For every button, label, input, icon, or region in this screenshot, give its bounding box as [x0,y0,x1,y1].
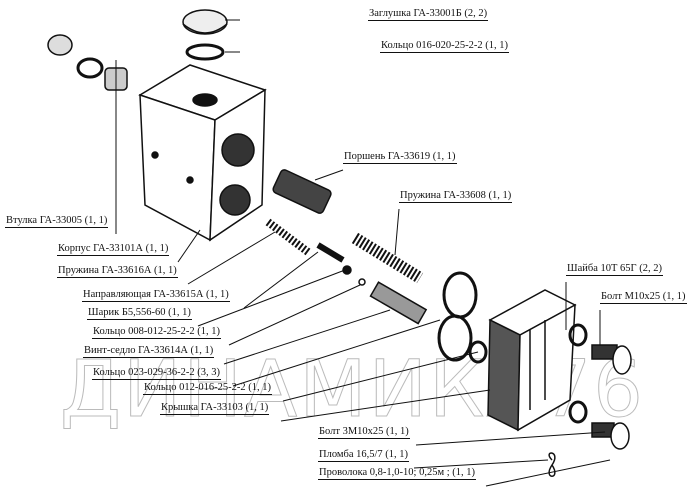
label-kolco012: Кольцо 012-016-25-2-2 (1, 1) [143,382,272,395]
label-pruzhina-33608: Пружина ГА-33608 (1, 1) [399,190,513,203]
leader-lines [115,19,611,487]
label-pruzhina-33616: Пружина ГА-33616А (1, 1) [57,265,178,278]
bushing-part [47,34,128,91]
label-napravl: Направляющая ГА-33615А (1, 1) [82,289,230,302]
label-vint-sedlo: Винт-седло ГА-33614А (1, 1) [83,345,215,358]
piston-part [272,169,332,214]
label-porshen: Поршень ГА-33619 (1, 1) [343,151,457,164]
housing-block [138,64,267,242]
bolt-m10 [591,344,632,375]
label-provoloka: Проволока 0,8-1,0-10; 0,25м ; (1, 1) [318,467,477,480]
label-bolt-3m10: Болт 3М10х25 (1, 1) [318,426,410,439]
label-kryshka: Крышка ГА-33103 (1, 1) [160,402,270,415]
spring-small [265,218,311,256]
bolt-3m10 [591,422,630,450]
label-bolt-m10: Болт М10х25 (1, 1) [600,291,687,304]
spring-large [351,232,424,284]
o-ring-top [185,43,225,61]
ball-part [342,265,352,275]
plug-part [182,9,228,35]
label-korpus: Корпус ГА-33101А (1, 1) [57,243,170,256]
label-vtulka: Втулка ГА-33005 (1, 1) [5,215,109,228]
label-kolco008: Кольцо 008-012-25-2-2 (1, 1) [92,326,221,339]
label-kolco023: Кольцо 023-029-36-2-2 (3, 3) [92,367,221,380]
seal-wire [548,452,556,477]
cover-plate [487,289,577,432]
guide-part [316,242,345,263]
label-sharik: Шарик Б5,556-60 (1, 1) [87,307,192,320]
label-zaglushka: Заглушка ГА-33001Б (2, 2) [368,8,489,21]
label-plomba: Пломба 16,5/7 (1, 1) [318,449,410,462]
seat-screw [369,281,428,325]
label-shaiba: Шайба 10Т 65Г (2, 2) [566,263,663,276]
label-kolco016: Кольцо 016-020-25-2-2 (1, 1) [380,40,509,53]
